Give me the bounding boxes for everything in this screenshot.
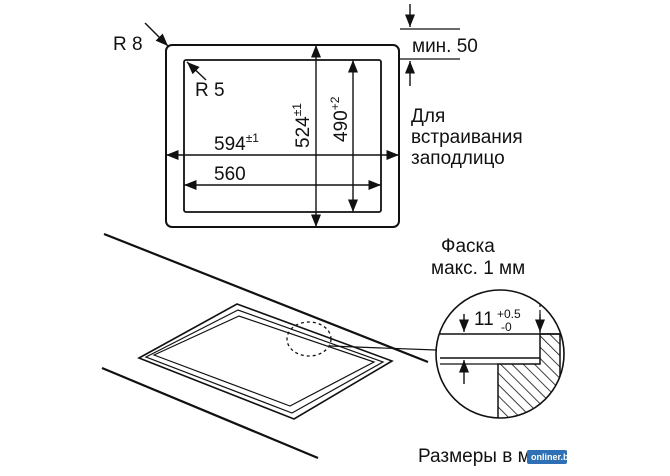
min-gap-dimension	[400, 4, 460, 86]
detail-callout-ellipse	[286, 321, 332, 357]
detail-depth-label: 11	[474, 309, 494, 330]
cutout-outer-frame	[165, 44, 400, 228]
radius-outer-label: R 8	[113, 34, 143, 55]
height-outer-label: 524±1	[290, 103, 314, 148]
detail-depth-tol-plus: +0.5	[497, 307, 521, 321]
units-note: Размеры в мм	[418, 446, 544, 467]
detail-depth-tol-minus: -0	[501, 320, 512, 334]
radius-inner-leader	[186, 61, 207, 81]
radius-inner-label: R 5	[195, 80, 225, 101]
detail-callout-leader	[329, 345, 437, 351]
height-inner-label: 490+2	[328, 96, 352, 142]
chamfer-note: Фаска макс. 1 мм	[431, 236, 525, 279]
svg-text:onliner.by: onliner.by	[531, 452, 574, 462]
width-inner-label: 560	[214, 164, 246, 185]
radius-outer-leader	[144, 22, 169, 47]
detail-magnified-view	[435, 289, 565, 419]
watermark-badge: onliner.by	[527, 450, 574, 464]
width-outer-label: 594±1	[214, 131, 259, 155]
min-gap-label: мин. 50	[412, 36, 478, 57]
flush-install-note: Для встраивания заподлицо	[411, 106, 528, 169]
hob-perspective	[137, 303, 394, 420]
countertop-perspective	[101, 232, 429, 460]
cutout-inner-frame	[183, 59, 382, 213]
